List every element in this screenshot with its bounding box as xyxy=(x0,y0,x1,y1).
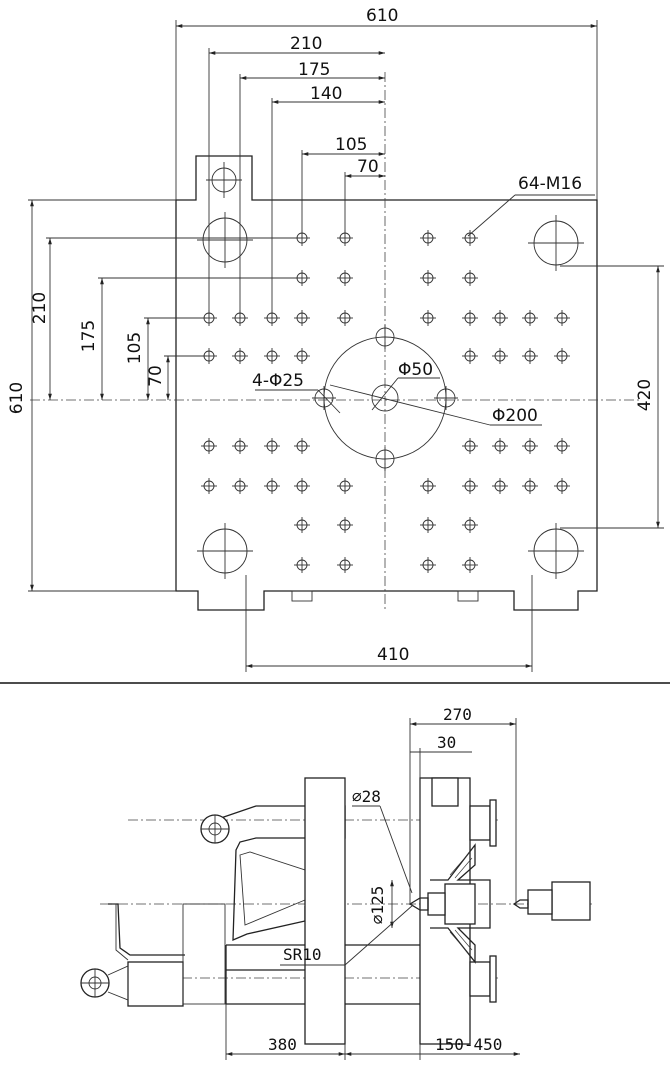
thread-hole xyxy=(462,270,478,286)
label-64-m16: 64-M16 xyxy=(518,174,582,194)
thread-hole xyxy=(492,478,508,494)
thread-hole xyxy=(420,230,436,246)
dim-380: 380 xyxy=(268,1035,297,1054)
dim-70-top: 70 xyxy=(357,157,379,177)
injection-unit xyxy=(551,881,591,921)
dim-610-left: 610 xyxy=(7,382,27,414)
thread-hole xyxy=(294,310,310,326)
thread-hole xyxy=(337,557,353,573)
thread-hole xyxy=(420,517,436,533)
nozzle-hole xyxy=(371,384,399,412)
label-phi200: Φ200 xyxy=(492,406,538,426)
thread-hole xyxy=(201,478,217,494)
dim-105-left: 105 xyxy=(125,332,145,364)
dim-175-top: 175 xyxy=(298,60,330,80)
thread-hole xyxy=(294,557,310,573)
thread-hole xyxy=(201,438,217,454)
side-view xyxy=(80,777,592,1045)
mold-hatching xyxy=(449,851,473,956)
dim-105-top: 105 xyxy=(335,135,367,155)
thread-hole xyxy=(420,557,436,573)
dim-420-right: 420 xyxy=(635,379,655,411)
side-dimensions: 270 30 ∅28 ∅125 SR10 380 150-450 xyxy=(225,705,520,1060)
thread-hole xyxy=(337,310,353,326)
dim-140-top: 140 xyxy=(310,84,342,104)
thread-hole xyxy=(462,310,478,326)
label-phi125: ∅125 xyxy=(368,886,387,925)
thread-hole-grid xyxy=(201,230,570,573)
thread-hole xyxy=(337,517,353,533)
nozzle-block xyxy=(444,883,476,925)
ejector-top xyxy=(469,805,491,841)
thread-hole xyxy=(462,517,478,533)
thread-hole xyxy=(337,478,353,494)
thread-hole xyxy=(492,438,508,454)
tie-bar-hole-bl xyxy=(197,523,253,579)
thread-hole xyxy=(522,478,538,494)
thread-hole xyxy=(554,310,570,326)
thread-hole xyxy=(294,478,310,494)
thread-hole xyxy=(264,438,280,454)
top-dimensions: 610 210 175 140 105 70 64-M16 xyxy=(175,6,598,318)
ejector-bottom xyxy=(469,961,491,997)
dim-30: 30 xyxy=(437,733,456,752)
thread-hole xyxy=(294,348,310,364)
thread-hole xyxy=(232,438,248,454)
leader-phi50 xyxy=(371,377,399,411)
lower-link-block xyxy=(127,961,184,1007)
dim-410-bottom: 410 xyxy=(377,645,409,665)
thread-hole xyxy=(492,310,508,326)
dim-70-left: 70 xyxy=(146,365,166,387)
tie-bar-hole-tr xyxy=(528,215,584,271)
thread-hole xyxy=(264,478,280,494)
tie-bar-hole-br xyxy=(528,523,584,579)
thread-hole xyxy=(462,348,478,364)
thread-hole xyxy=(462,230,478,246)
thread-hole xyxy=(462,478,478,494)
thread-hole xyxy=(420,478,436,494)
platen-outline xyxy=(175,155,598,611)
thread-hole xyxy=(232,478,248,494)
thread-hole xyxy=(554,348,570,364)
thread-hole xyxy=(554,438,570,454)
tie-bar-hole-tl xyxy=(197,212,253,268)
thread-hole xyxy=(294,438,310,454)
label-sr10: SR10 xyxy=(283,945,322,964)
bottom-slot-right xyxy=(457,590,479,602)
thread-hole xyxy=(522,438,538,454)
thread-hole xyxy=(294,517,310,533)
dim-270: 270 xyxy=(443,705,472,724)
mold-cone xyxy=(430,843,491,964)
thread-hole xyxy=(522,348,538,364)
dim-210-top: 210 xyxy=(290,34,322,54)
bottom-dimension: 410 xyxy=(245,575,533,672)
label-phi50: Φ50 xyxy=(398,360,433,380)
dim-150-450: 150-450 xyxy=(435,1035,502,1054)
leader-64m16 xyxy=(467,194,516,237)
dim-175-left: 175 xyxy=(79,320,99,352)
thread-hole xyxy=(462,557,478,573)
thread-hole xyxy=(462,438,478,454)
left-dimensions: 610 210 175 105 70 xyxy=(7,199,300,592)
label-phi28: ∅28 xyxy=(352,787,381,806)
lower-toggle-link xyxy=(108,903,185,956)
thread-hole xyxy=(554,478,570,494)
leader-phi200 xyxy=(329,384,491,426)
right-dimension: 420 xyxy=(560,265,664,529)
platen-top-lug xyxy=(431,777,459,807)
crosshead xyxy=(304,777,346,1045)
thread-hole xyxy=(337,270,353,286)
thread-hole xyxy=(232,348,248,364)
thread-hole xyxy=(264,348,280,364)
thread-hole xyxy=(492,348,508,364)
thread-hole xyxy=(420,310,436,326)
thread-hole xyxy=(522,310,538,326)
bottom-slot-left xyxy=(291,590,313,602)
platen-top-view xyxy=(30,72,640,611)
label-4-phi25: 4-Φ25 xyxy=(252,371,304,391)
dim-610-top: 610 xyxy=(366,6,398,26)
dim-210-left: 210 xyxy=(30,292,50,324)
thread-hole xyxy=(420,270,436,286)
